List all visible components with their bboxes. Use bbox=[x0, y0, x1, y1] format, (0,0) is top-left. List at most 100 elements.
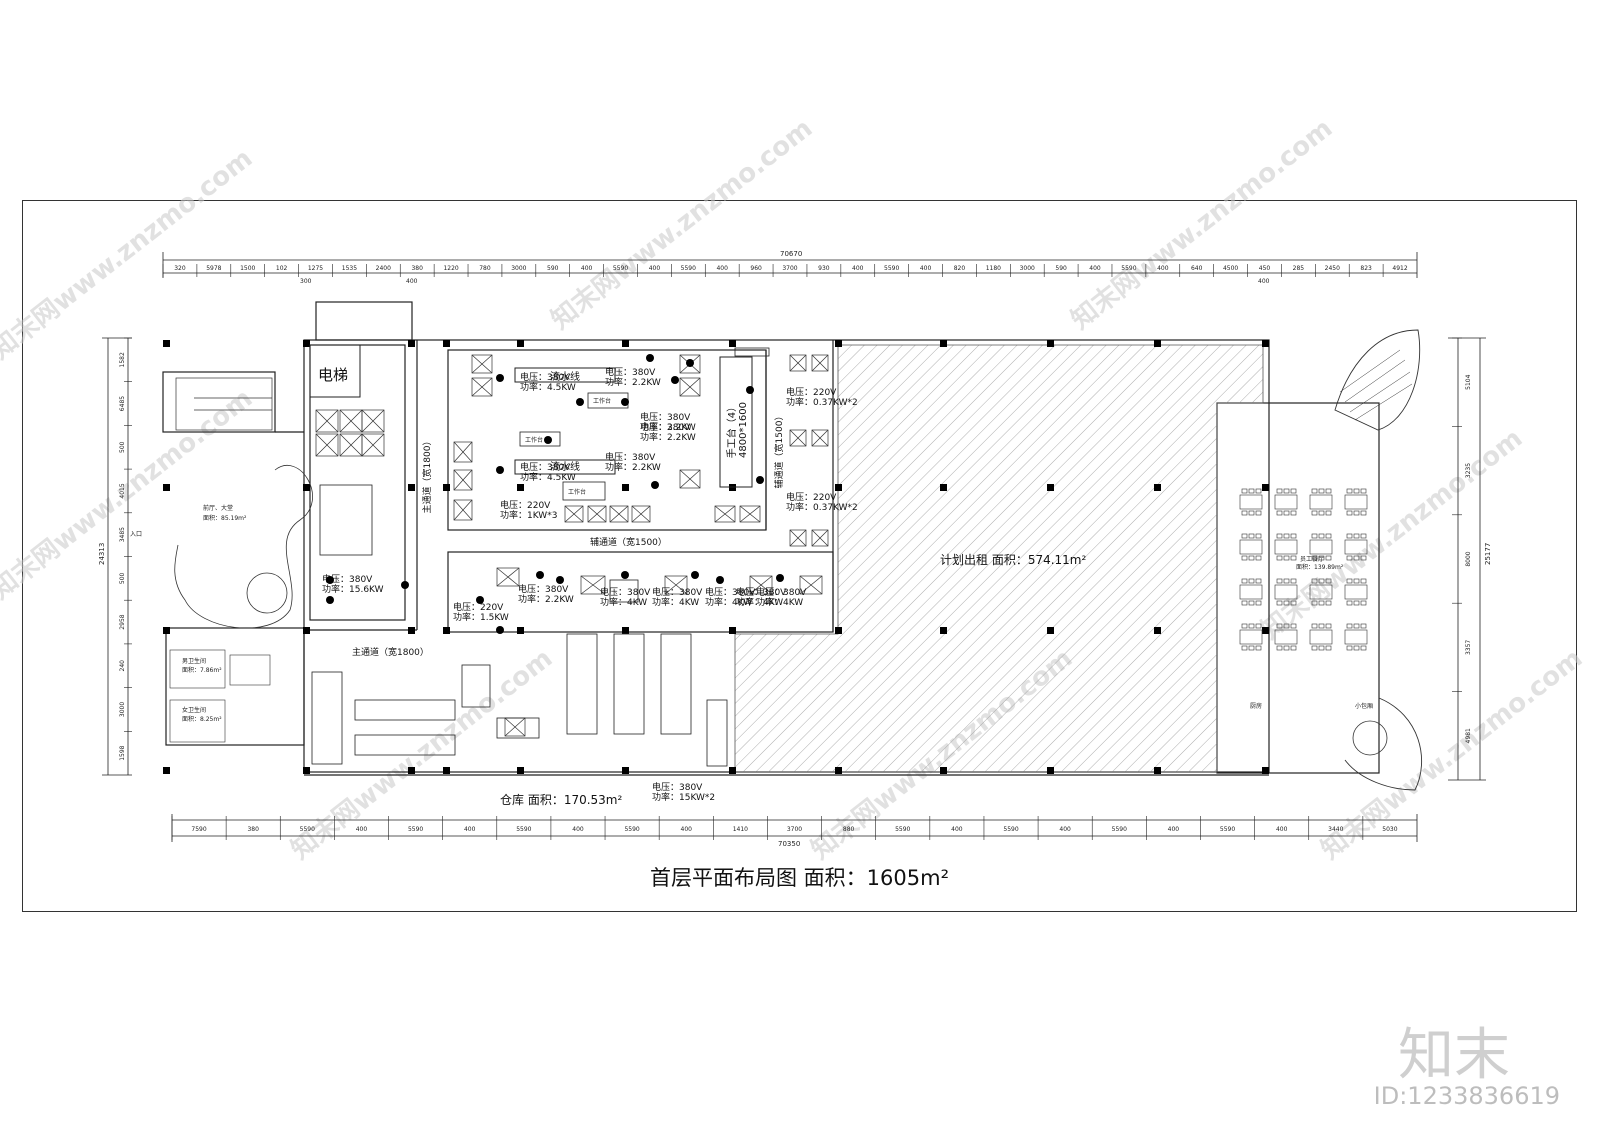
watermark-text: 知末网www.znzmo.com bbox=[546, 113, 818, 335]
elevator-shaft bbox=[309, 344, 361, 398]
line2-label: 流水线 bbox=[550, 460, 580, 473]
column bbox=[1047, 340, 1054, 347]
equipment-voltage: 电压：220V bbox=[786, 386, 837, 398]
crate bbox=[453, 469, 473, 491]
lobby-area: 面积：85.19m² bbox=[203, 514, 247, 522]
dim-top-value: 820 bbox=[954, 265, 966, 272]
lobby-curve bbox=[174, 464, 313, 629]
wc-male: 男卫生间 bbox=[182, 657, 206, 665]
column bbox=[940, 627, 947, 634]
dining-table bbox=[1309, 494, 1333, 510]
dim-bottom-value: 5590 bbox=[1112, 826, 1127, 833]
column bbox=[1262, 340, 1269, 347]
crate bbox=[453, 499, 473, 521]
worker-marker bbox=[646, 354, 654, 362]
dim-top-value: 2400 bbox=[376, 265, 391, 272]
equipment-voltage: 电压：380V bbox=[520, 461, 571, 473]
dining-table bbox=[1274, 584, 1298, 600]
column bbox=[408, 484, 415, 491]
warehouse-racks bbox=[311, 633, 728, 767]
equipment-voltage: 电压：220V bbox=[500, 499, 551, 511]
equipment-power: 功率：2.2KW bbox=[605, 461, 661, 473]
column bbox=[303, 767, 310, 774]
entry-label: 入口 bbox=[130, 531, 142, 538]
equipment-power: 功率：15.6KW bbox=[322, 583, 384, 595]
dim-bottom-value: 400 bbox=[572, 826, 584, 833]
corridor-aux-v: 辅通道（宽1500） bbox=[773, 412, 785, 489]
dim-top-value: 5590 bbox=[1121, 265, 1136, 272]
wc-female: 女卫生间 bbox=[182, 706, 206, 714]
dining-tables bbox=[1239, 488, 1368, 651]
dining-table bbox=[1309, 629, 1333, 645]
dim-left-value: 3485 bbox=[119, 527, 126, 542]
column bbox=[163, 484, 170, 491]
worker-marker bbox=[756, 476, 764, 484]
crate bbox=[361, 409, 385, 433]
dim-bottom-value: 380 bbox=[247, 826, 259, 833]
worker-marker bbox=[776, 574, 784, 582]
dining-table bbox=[1239, 494, 1263, 510]
worktable bbox=[719, 356, 753, 488]
worker-marker bbox=[651, 481, 659, 489]
dim-bottom-value: 1410 bbox=[733, 826, 748, 833]
column bbox=[408, 627, 415, 634]
crate bbox=[789, 429, 807, 447]
column bbox=[517, 767, 524, 774]
equipment-voltage: 电压：380V bbox=[605, 366, 656, 378]
equipment-power: 功率：4KW bbox=[705, 596, 752, 608]
private-room-table bbox=[1352, 720, 1388, 756]
stairs-left bbox=[175, 377, 273, 431]
dim-left-value: 500 bbox=[119, 572, 126, 584]
dim-top-value: 4912 bbox=[1392, 265, 1407, 272]
crate bbox=[714, 505, 736, 523]
machine-label: 工作台 bbox=[568, 488, 586, 496]
equipment-power: 功率：4KW bbox=[756, 596, 803, 608]
dining-table bbox=[1274, 539, 1298, 555]
worker-marker bbox=[556, 576, 564, 584]
crate bbox=[361, 433, 385, 457]
dim-overall-top: 70670 bbox=[780, 250, 802, 258]
dim-bottom-value: 5590 bbox=[1003, 826, 1018, 833]
dimension-top bbox=[162, 252, 1418, 278]
dining-table bbox=[1309, 539, 1333, 555]
dim-left-value: 4015 bbox=[119, 483, 126, 498]
dim-top-value: 3000 bbox=[1020, 265, 1035, 272]
dim-bottom-value: 5590 bbox=[1220, 826, 1235, 833]
dining-table bbox=[1344, 494, 1368, 510]
dim-top-value: 400 bbox=[716, 265, 728, 272]
wc-male-area: 面积：7.86m² bbox=[182, 666, 222, 674]
dim-bottom-value: 5590 bbox=[895, 826, 910, 833]
column bbox=[940, 767, 947, 774]
equipment-power: 功率：2.2KW bbox=[518, 593, 574, 605]
column bbox=[443, 484, 450, 491]
worker-marker bbox=[746, 386, 754, 394]
dim-bottom-value: 5590 bbox=[624, 826, 639, 833]
column bbox=[303, 627, 310, 634]
column bbox=[940, 340, 947, 347]
dim-sub: 300 bbox=[300, 278, 312, 285]
dim-top-value: 450 bbox=[1259, 265, 1271, 272]
equipment-voltage: 电压：380V bbox=[705, 586, 756, 598]
equipment-power: 功率：4KW bbox=[736, 596, 783, 608]
equipment-power: 功率：1.5KW bbox=[453, 611, 509, 623]
dim-bottom-value: 3440 bbox=[1328, 826, 1343, 833]
dim-right-value: 8000 bbox=[1465, 551, 1472, 566]
dining-table bbox=[1344, 584, 1368, 600]
dining-table bbox=[1239, 584, 1263, 600]
crate bbox=[664, 575, 688, 595]
dim-bottom-value: 5590 bbox=[408, 826, 423, 833]
dim-left-value: 2958 bbox=[119, 614, 126, 629]
worker-marker bbox=[686, 359, 694, 367]
column bbox=[1154, 340, 1161, 347]
crate bbox=[580, 575, 606, 595]
crate bbox=[679, 377, 701, 397]
dim-left-value: 6485 bbox=[119, 396, 126, 411]
column bbox=[1154, 767, 1161, 774]
worker-marker bbox=[716, 576, 724, 584]
crate bbox=[315, 433, 339, 457]
dim-top-value: 5590 bbox=[681, 265, 696, 272]
dim-sub: 400 bbox=[406, 278, 418, 285]
equipment-power: 功率：15KW*2 bbox=[652, 791, 715, 803]
column bbox=[1262, 627, 1269, 634]
